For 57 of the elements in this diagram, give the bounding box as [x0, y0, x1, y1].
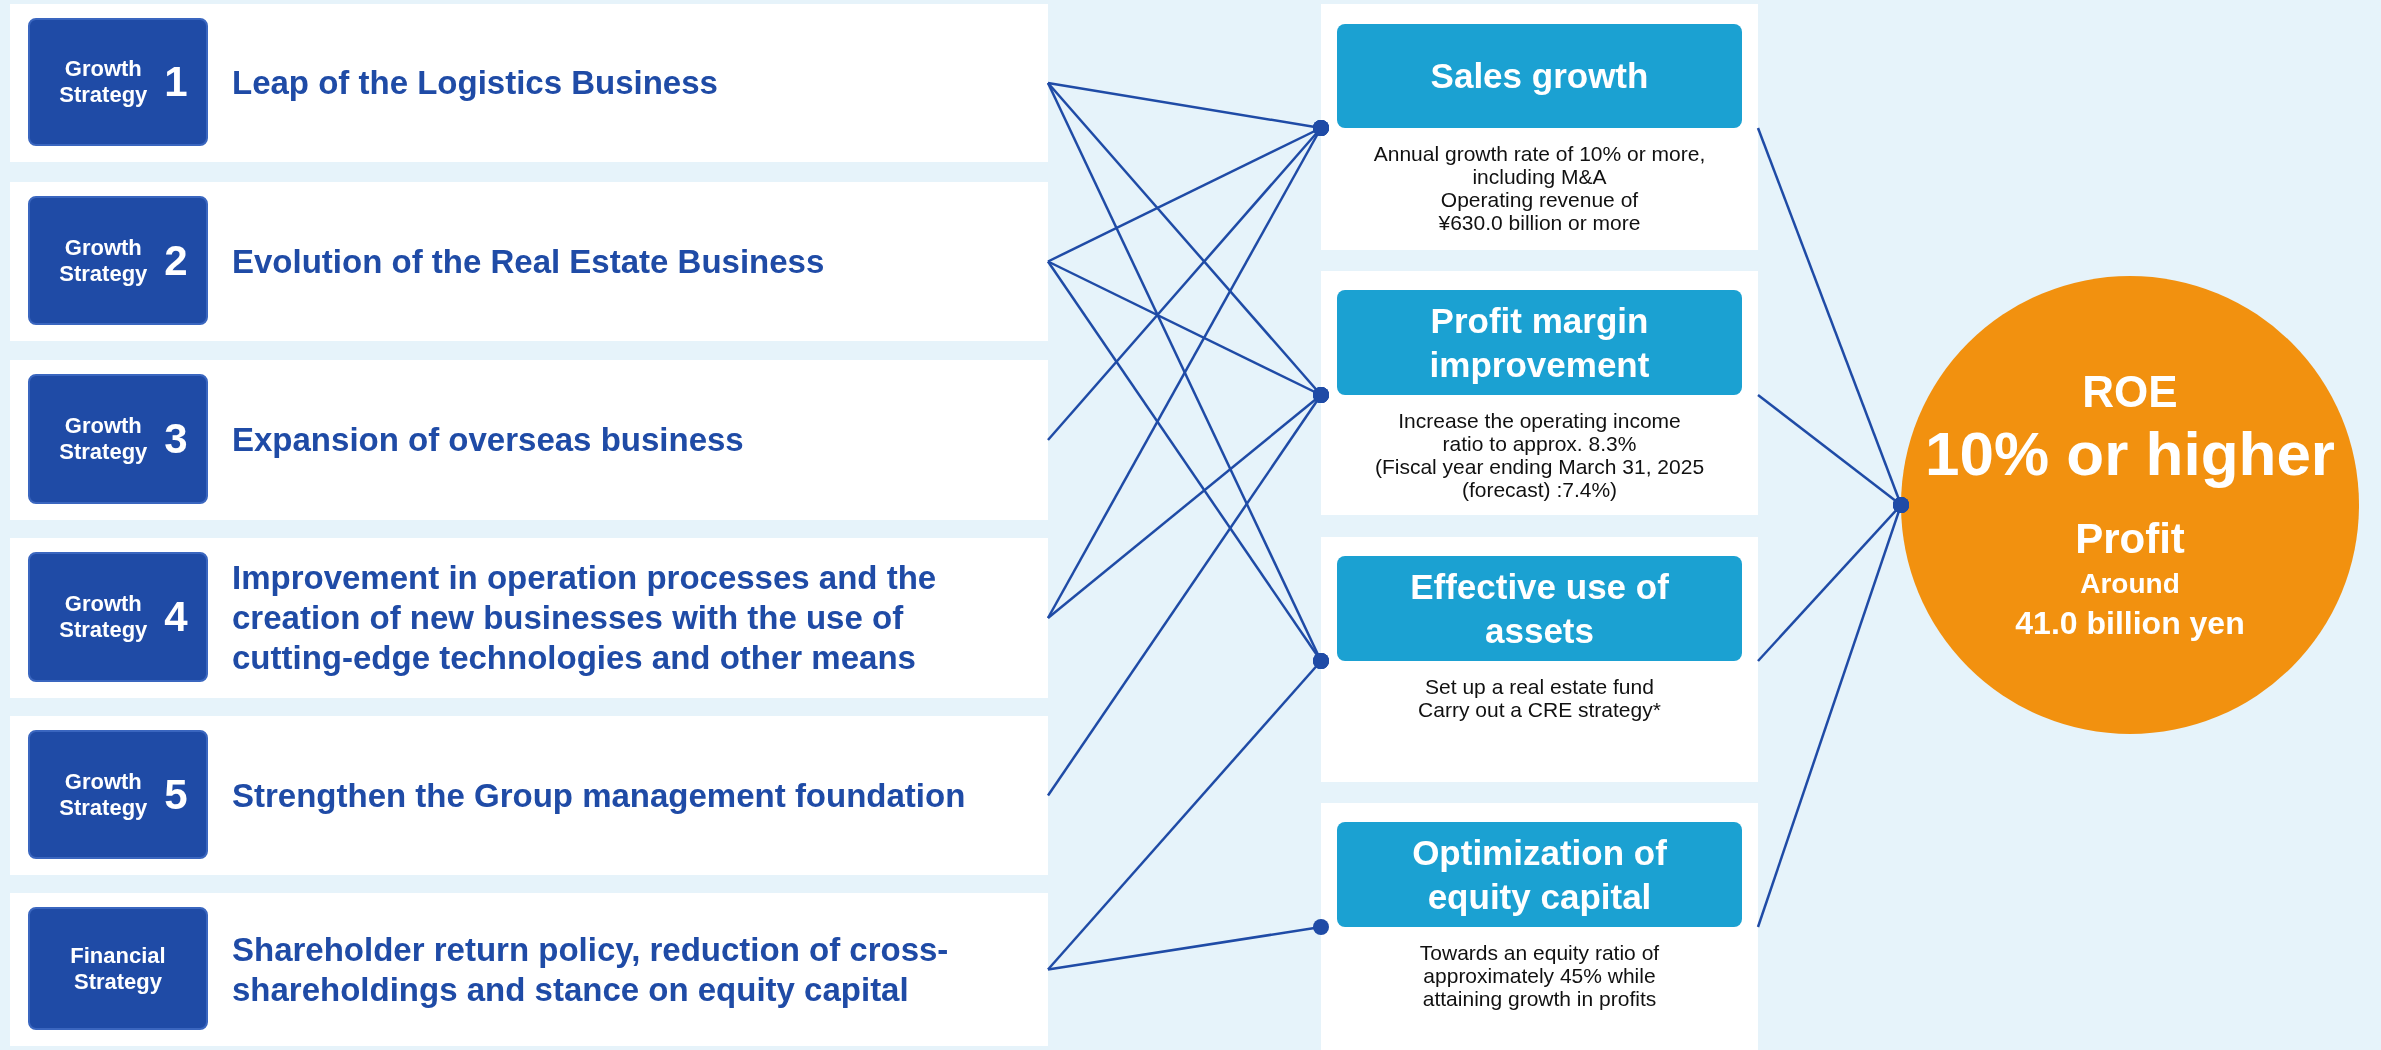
- strategy-title: Improvement in operation processes and the creation of new businesses with the use of cutting-edge technologies and other means: [232, 558, 938, 678]
- strategy-band: [10, 360, 1048, 520]
- goal-card: [1321, 4, 1758, 250]
- goal-header: [1337, 24, 1742, 128]
- goal-title: Profit margin improvement: [1428, 299, 1651, 386]
- goal-description: Annual growth rate of 10% or more, including M&A: [1372, 142, 1707, 188]
- target-text: Around: [2080, 567, 2180, 601]
- connector-line: [1047, 653, 1329, 971]
- goal-title: Sales growth: [1429, 55, 1650, 97]
- connector-line: [1047, 919, 1329, 971]
- badge-number: 3: [164, 417, 188, 461]
- strategy-title: Strengthen the Group management foundation: [232, 775, 967, 816]
- badge-label: Growth Strategy: [58, 591, 149, 643]
- goal-header: [1337, 556, 1742, 661]
- strategy-band: [10, 4, 1048, 162]
- badge-label: Growth Strategy: [58, 768, 149, 821]
- goal-title: Effective use of assets: [1409, 565, 1670, 652]
- goal-description: Increase the operating income ratio to approx. 8.3%: [1397, 409, 1682, 455]
- badge-number: 5: [164, 772, 188, 817]
- target-text: 41.0 billion yen: [2015, 604, 2245, 643]
- connector-line: [1046, 387, 1329, 797]
- strategy-badge: [28, 730, 208, 859]
- badge-label: Growth Strategy: [58, 56, 149, 108]
- strategy-band: [10, 182, 1048, 341]
- goal-description: Towards an equity ratio of approximately 45% while attaining growth in profits: [1418, 941, 1661, 1010]
- strategy-badge: [28, 907, 208, 1030]
- badge-number: 4: [164, 595, 188, 639]
- badge-number: 2: [164, 238, 188, 283]
- connector-line: [1756, 497, 1909, 928]
- strategy-band: [10, 538, 1048, 698]
- strategy-band: [10, 893, 1048, 1046]
- strategy-badge: [28, 552, 208, 682]
- goal-title: Optimization of equity capital: [1411, 831, 1668, 918]
- goal-card: [1321, 537, 1758, 782]
- strategy-badge: [28, 18, 208, 146]
- badge-number: 1: [164, 60, 188, 104]
- strategy-title: Leap of the Logistics Business: [232, 63, 719, 103]
- target-text: Profit: [2075, 514, 2185, 564]
- strategy-badge: [28, 196, 208, 325]
- strategy-title: Expansion of overseas business: [232, 420, 745, 460]
- strategy-title: Evolution of the Real Estate Business: [232, 241, 826, 282]
- goal-header: [1337, 290, 1742, 395]
- badge-label: Financial Strategy: [69, 942, 167, 995]
- goal-card: [1321, 803, 1758, 1050]
- badge-label: Growth Strategy: [58, 234, 149, 287]
- goal-header: [1337, 822, 1742, 927]
- goal-description: Set up a real estate fund: [1424, 675, 1655, 698]
- strategy-band: [10, 716, 1048, 875]
- strategy-badge: [28, 374, 208, 504]
- goal-description: (Fiscal year ending March 31, 2025 (forecast) :7.4%): [1373, 455, 1706, 501]
- goal-description: Carry out a CRE strategy*: [1417, 698, 1662, 721]
- target-text: 10% or higher: [1925, 419, 2335, 489]
- goal-card: [1321, 271, 1758, 515]
- badge-label: Growth Strategy: [58, 413, 149, 465]
- strategy-title: Shareholder return policy, reduction of cross-shareholdings and stance on equity capital: [232, 929, 950, 1010]
- target-text: ROE: [2082, 366, 2178, 418]
- goal-description: Operating revenue of ¥630.0 billion or more: [1437, 188, 1642, 234]
